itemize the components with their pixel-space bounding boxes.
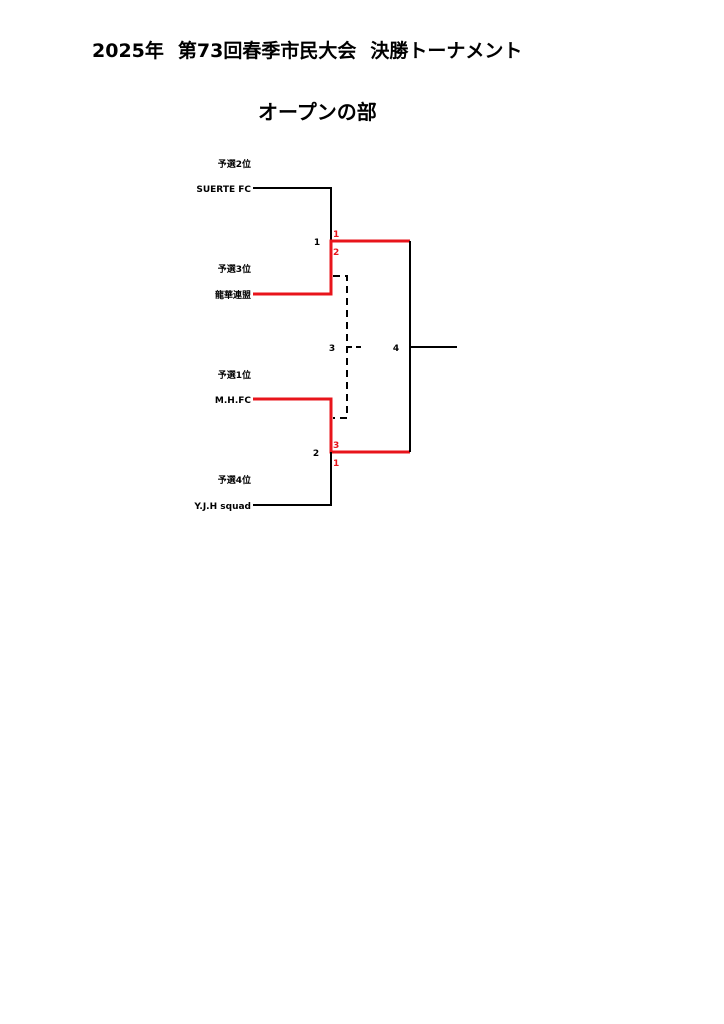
title-event: 第73回春季市民大会 <box>177 40 357 62</box>
bracket-line-team-1 <box>253 187 332 241</box>
seed-label-team-3: 予選1位 <box>218 369 251 381</box>
match-2-score-top: 3 <box>333 441 339 451</box>
seed-label-team-4: 予選4位 <box>218 474 251 486</box>
title-stage: 決勝トーナメント <box>370 40 523 62</box>
section-title: オープンの部 <box>258 100 377 124</box>
seed-label-team-2: 予選3位 <box>218 263 251 275</box>
match-2-score-bottom: 1 <box>333 459 339 469</box>
match-number-1: 1 <box>314 238 320 248</box>
match-number-2: 2 <box>313 449 319 459</box>
title-year: 2025年 <box>92 40 164 62</box>
match-number-3: 3 <box>329 344 335 354</box>
match-number-4: 4 <box>393 344 399 354</box>
team-name-2: 龍華連盟 <box>215 289 251 301</box>
seed-label-team-1: 予選2位 <box>218 158 251 170</box>
match-1-score-top: 1 <box>333 230 339 240</box>
bracket-line-team-2-winner <box>253 239 410 296</box>
match-1-score-bottom: 2 <box>333 248 339 258</box>
team-name-3: M.H.FC <box>215 396 251 406</box>
team-name-4: Y.J.H squad <box>193 502 251 512</box>
document-title: 2025年第73回春季市民大会決勝トーナメント <box>92 36 522 63</box>
team-name-1: SUERTE FC <box>196 185 251 195</box>
bracket-line-team-4 <box>253 452 332 506</box>
bracket-line-team-3-winner <box>253 397 410 454</box>
